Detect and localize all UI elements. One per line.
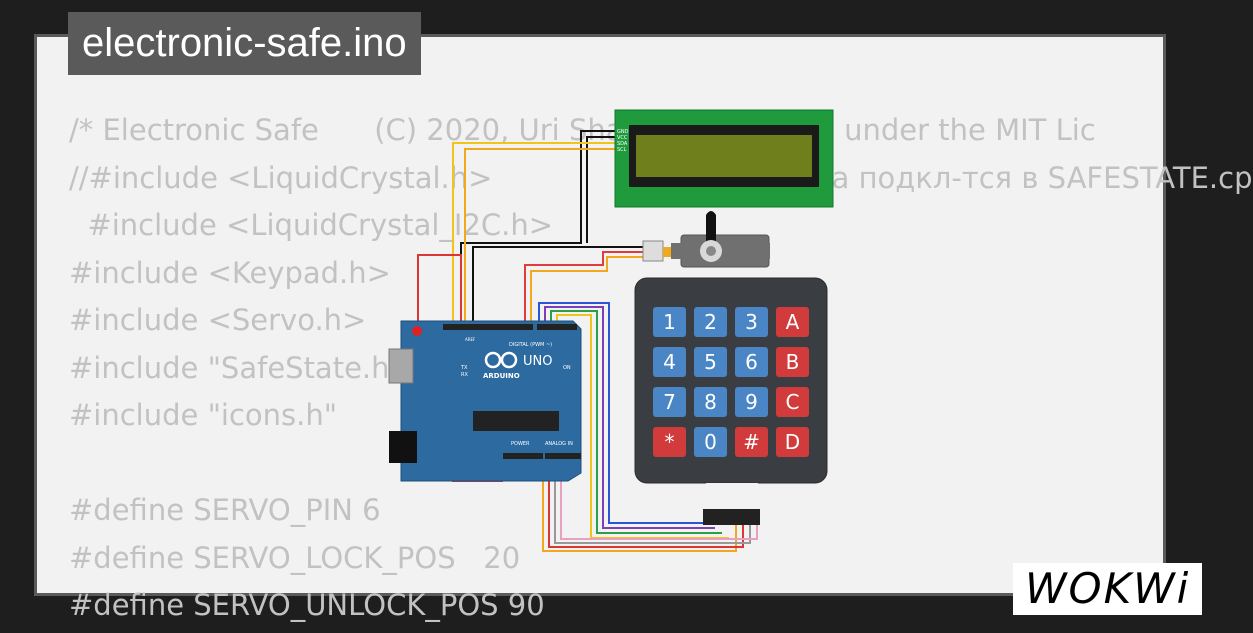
wire-keypad-5 [542,461,737,552]
keypad-key-label: 8 [704,390,717,414]
wire-keypad-3 [550,310,722,534]
arduino-uno: UNO ARDUINO DIGITAL (PWM ~) POWER ANALOG… [388,320,582,482]
wire-scl [464,148,621,328]
code-line: #include <LiquidCrystal_I2C.h> [69,208,554,242]
code-line: #define SERVO_UNLOCK_POS 90 [69,588,545,622]
keypad-key-face [776,387,809,417]
keypad-key-face [776,427,809,457]
lcd-pin-scl: SCL [617,147,627,153]
keypad-key-face [653,387,686,417]
keypad-key[interactable]: # [735,427,768,457]
arduino-rx-label: RX [461,372,468,378]
keypad-key-label: 3 [745,310,758,334]
lcd-pin-sda: SDA [617,141,628,147]
keypad-key-face [694,427,727,457]
keypad-key-face [694,387,727,417]
keypad-key-label: 7 [663,390,676,414]
keypad-key[interactable]: B [776,347,809,377]
keypad-key-face [653,307,686,337]
arduino-analog-label: ANALOG IN [545,441,573,447]
project-title: electronic-safe.ino [68,12,421,75]
keypad-key[interactable]: C [776,387,809,417]
keypad-key-label: # [743,430,760,454]
keypad-key-face [653,347,686,377]
keypad-key-face [735,347,768,377]
wire-vcc-black [586,136,621,243]
keypad-key-label: 2 [704,310,717,334]
keypad-key[interactable]: 8 [694,387,727,417]
keypad-keys: 1 2 3 A 4 5 6 B 7 8 9 C * 0 # D [653,307,809,457]
keypad-key-label: * [665,430,675,454]
keypad-key[interactable]: 7 [653,387,686,417]
keypad: 1 2 3 A 4 5 6 B 7 8 9 C * 0 # D [634,277,828,525]
keypad-key-face [694,307,727,337]
keypad-key-face [735,307,768,337]
keypad-key-face [653,427,686,457]
wire-keypad-7 [554,461,751,544]
wire-sda [452,142,621,328]
keypad-key[interactable]: 1 [653,307,686,337]
arduino-brand-label: ARDUINO [483,372,520,380]
keypad-key-label: 0 [704,430,717,454]
lcd-pin-vcc: VCC [617,135,628,141]
keypad-key[interactable]: 2 [694,307,727,337]
arduino-tx-label: TX [460,365,468,371]
keypad-key-label: C [786,390,800,414]
wire-servo-vcc [524,251,643,328]
keypad-key[interactable]: 9 [735,387,768,417]
wire-keypad-8 [560,461,758,540]
lcd-pin-gnd: GND [617,129,629,135]
wire-servo-signal [530,256,643,328]
arduino-model-label: UNO [523,354,552,369]
keypad-key[interactable]: 5 [694,347,727,377]
wire-keypad-2 [544,306,715,529]
wire-keypad-6 [548,461,744,548]
keypad-key-label: 9 [745,390,758,414]
keypad-key-face [735,387,768,417]
keypad-key-label: 5 [704,350,717,374]
keypad-key[interactable]: * [653,427,686,457]
keypad-key-label: 6 [745,350,758,374]
keypad-key[interactable]: 0 [694,427,727,457]
servo-motor [642,211,770,268]
code-line: #include <Servo.h> [69,303,367,337]
arduino-digital-label: DIGITAL (PWM ~) [509,342,552,348]
arduino-aref-label: AREF [465,337,476,342]
keypad-key-label: 1 [663,310,676,334]
keypad-key[interactable]: D [776,427,809,457]
keypad-key[interactable]: A [776,307,809,337]
preview-card: /* Electronic Safe (C) 2020, Uri Shaked … [34,34,1253,622]
keypad-key-label: 4 [663,350,676,374]
keypad-key-face [776,347,809,377]
code-line: #define SERVO_PIN 6 [69,493,381,527]
keypad-key[interactable]: 4 [653,347,686,377]
arduino-power-label: POWER [511,441,530,447]
code-line: #include <Keypad.h> [69,255,391,290]
code-line: #include "icons.h" [69,398,338,432]
keypad-key[interactable]: 6 [735,347,768,377]
wokwi-logo: WOKWi [1013,563,1203,615]
keypad-key-label: D [785,430,800,454]
wires [417,130,758,552]
wire-keypad-1 [538,302,708,524]
keypad-key-label: B [786,350,800,374]
arduino-on-label: ON [563,365,571,371]
keypad-key[interactable]: 3 [735,307,768,337]
keypad-key-face [776,307,809,337]
wire-servo-gnd [472,246,643,328]
wire-gnd [460,130,621,328]
keypad-key-face [735,427,768,457]
keypad-key-face [694,347,727,377]
lcd-display: GND VCC SDA SCL [614,109,834,208]
circuit-diagram: GND VCC SDA SCL [388,109,834,552]
code-line: #include "SafeState.h" [69,350,403,385]
code-line: #define SERVO_LOCK_POS 20 [69,540,521,575]
keypad-key-label: A [786,310,800,334]
